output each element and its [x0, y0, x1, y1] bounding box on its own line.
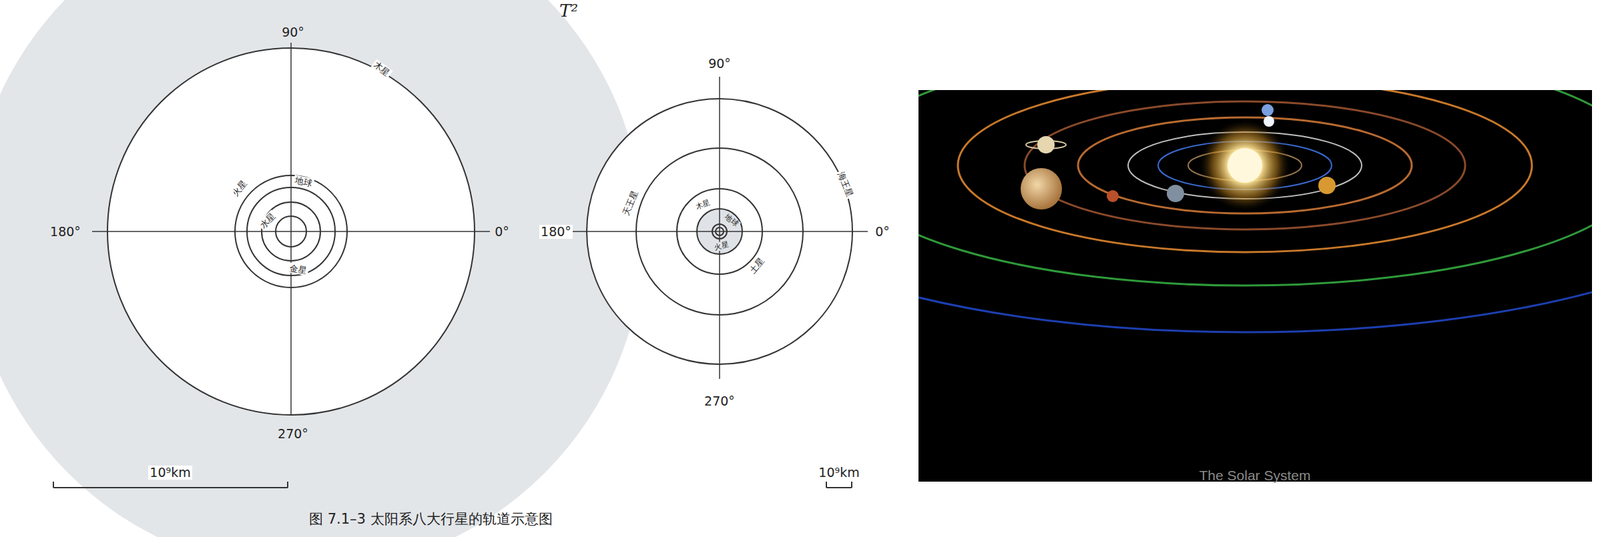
- angle-label: 270°: [276, 427, 310, 442]
- scale-bar: [826, 481, 852, 488]
- angle-label: 90°: [706, 56, 733, 71]
- formula-fragment: T²: [559, 2, 579, 20]
- inner-orbits: [92, 42, 490, 416]
- angle-label: 180°: [48, 224, 83, 239]
- figure-caption: 图 7.1–3 太阳系八大行星的轨道示意图: [309, 512, 553, 527]
- photo-title: The Solar System: [1199, 468, 1311, 483]
- scale-label: 10⁹km: [148, 465, 192, 480]
- angle-label: 0°: [873, 224, 892, 239]
- scale-bar: [53, 481, 288, 488]
- angle-label: 90°: [280, 25, 306, 40]
- angle-label: 270°: [702, 394, 737, 409]
- photo-orbits: [918, 90, 1592, 333]
- outer-orbits: [571, 76, 868, 380]
- angle-label: 0°: [493, 224, 511, 239]
- angle-label: 180°: [539, 224, 573, 239]
- scale-label: 10⁹km: [817, 465, 861, 480]
